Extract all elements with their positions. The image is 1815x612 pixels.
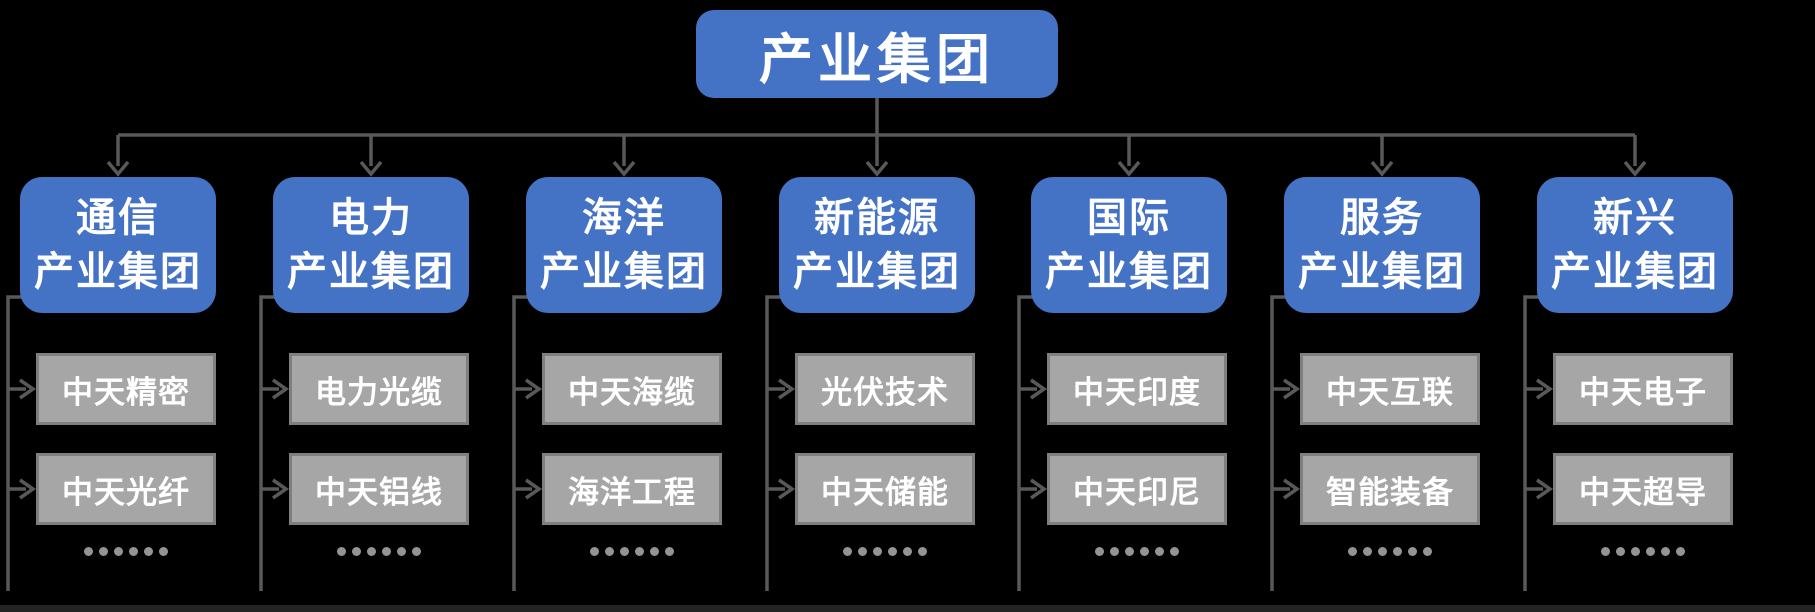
subsidiary-label: 智能装备	[1326, 474, 1454, 510]
subsidiary-node: 中天铝线	[289, 453, 469, 525]
subsidiary-label: 中天超导	[1579, 474, 1707, 510]
subsidiary-label: 电力光缆	[315, 374, 443, 410]
group-node-label-line1: 新能源	[814, 196, 940, 240]
subsidiary-label: 中天印尼	[1073, 474, 1201, 510]
subsidiary-label: 中天光纤	[62, 474, 190, 510]
subsidiary-node: 中天印度	[1047, 353, 1227, 425]
group-node-label-line2: 产业集团	[287, 250, 455, 294]
ellipsis-dots	[36, 547, 216, 556]
bottom-edge-strip	[0, 605, 1815, 612]
subsidiary-node: 电力光缆	[289, 353, 469, 425]
group-node-label-line1: 海洋	[582, 196, 666, 240]
group-node-label-line2: 产业集团	[793, 250, 961, 294]
group-node-label-line1: 电力	[329, 196, 413, 240]
subsidiary-node: 中天互联	[1300, 353, 1480, 425]
ellipsis-dots	[289, 547, 469, 556]
subsidiary-node: 中天精密	[36, 353, 216, 425]
group-column-2: 电力 产业集团 电力光缆 中天铝线	[259, 0, 471, 612]
subsidiary-node: 中天海缆	[542, 353, 722, 425]
group-node-label-line2: 产业集团	[34, 250, 202, 294]
group-node: 新兴 产业集团	[1537, 177, 1733, 313]
group-node: 国际 产业集团	[1031, 177, 1227, 313]
subsidiary-label: 光伏技术	[821, 374, 949, 410]
subsidiary-node: 智能装备	[1300, 453, 1480, 525]
subsidiary-node: 海洋工程	[542, 453, 722, 525]
ellipsis-dots	[1047, 547, 1227, 556]
ellipsis-dots	[795, 547, 975, 556]
subsidiary-node: 中天印尼	[1047, 453, 1227, 525]
subsidiary-node: 中天光纤	[36, 453, 216, 525]
group-node-label-line2: 产业集团	[1298, 250, 1466, 294]
ellipsis-dots	[542, 547, 722, 556]
subsidiary-node: 中天超导	[1553, 453, 1733, 525]
group-node-label-line1: 服务	[1340, 196, 1424, 240]
group-column-7: 新兴 产业集团 中天电子 中天超导	[1523, 0, 1735, 612]
subsidiary-node: 中天储能	[795, 453, 975, 525]
root-node: 产业集团	[696, 10, 1058, 98]
subsidiary-label: 中天电子	[1579, 374, 1707, 410]
group-column-6: 服务 产业集团 中天互联 智能装备	[1270, 0, 1482, 612]
group-node-label-line1: 新兴	[1593, 196, 1677, 240]
group-column-3: 海洋 产业集团 中天海缆 海洋工程	[512, 0, 724, 612]
subsidiary-label: 中天精密	[62, 374, 190, 410]
group-node-label-line1: 国际	[1087, 196, 1171, 240]
group-node: 服务 产业集团	[1284, 177, 1480, 313]
group-column-1: 通信 产业集团 中天精密 中天光纤	[6, 0, 218, 612]
group-node-label-line2: 产业集团	[1551, 250, 1719, 294]
subsidiary-label: 中天海缆	[568, 374, 696, 410]
group-node: 通信 产业集团	[20, 177, 216, 313]
subsidiary-label: 中天互联	[1326, 374, 1454, 410]
ellipsis-dots	[1300, 547, 1480, 556]
group-column-4: 新能源 产业集团 光伏技术 中天储能	[765, 0, 977, 612]
group-column-5: 国际 产业集团 中天印度 中天印尼	[1017, 0, 1229, 612]
subsidiary-node: 中天电子	[1553, 353, 1733, 425]
group-node: 电力 产业集团	[273, 177, 469, 313]
group-node-label-line1: 通信	[76, 196, 160, 240]
subsidiary-label: 海洋工程	[568, 474, 696, 510]
subsidiary-label: 中天储能	[821, 474, 949, 510]
ellipsis-dots	[1553, 547, 1733, 556]
subsidiary-node: 光伏技术	[795, 353, 975, 425]
group-node: 海洋 产业集团	[526, 177, 722, 313]
group-node-label-line2: 产业集团	[540, 250, 708, 294]
root-node-label: 产业集团	[759, 29, 995, 90]
group-node-label-line2: 产业集团	[1045, 250, 1213, 294]
subsidiary-label: 中天印度	[1073, 374, 1201, 410]
group-node: 新能源 产业集团	[779, 177, 975, 313]
subsidiary-label: 中天铝线	[315, 474, 443, 510]
